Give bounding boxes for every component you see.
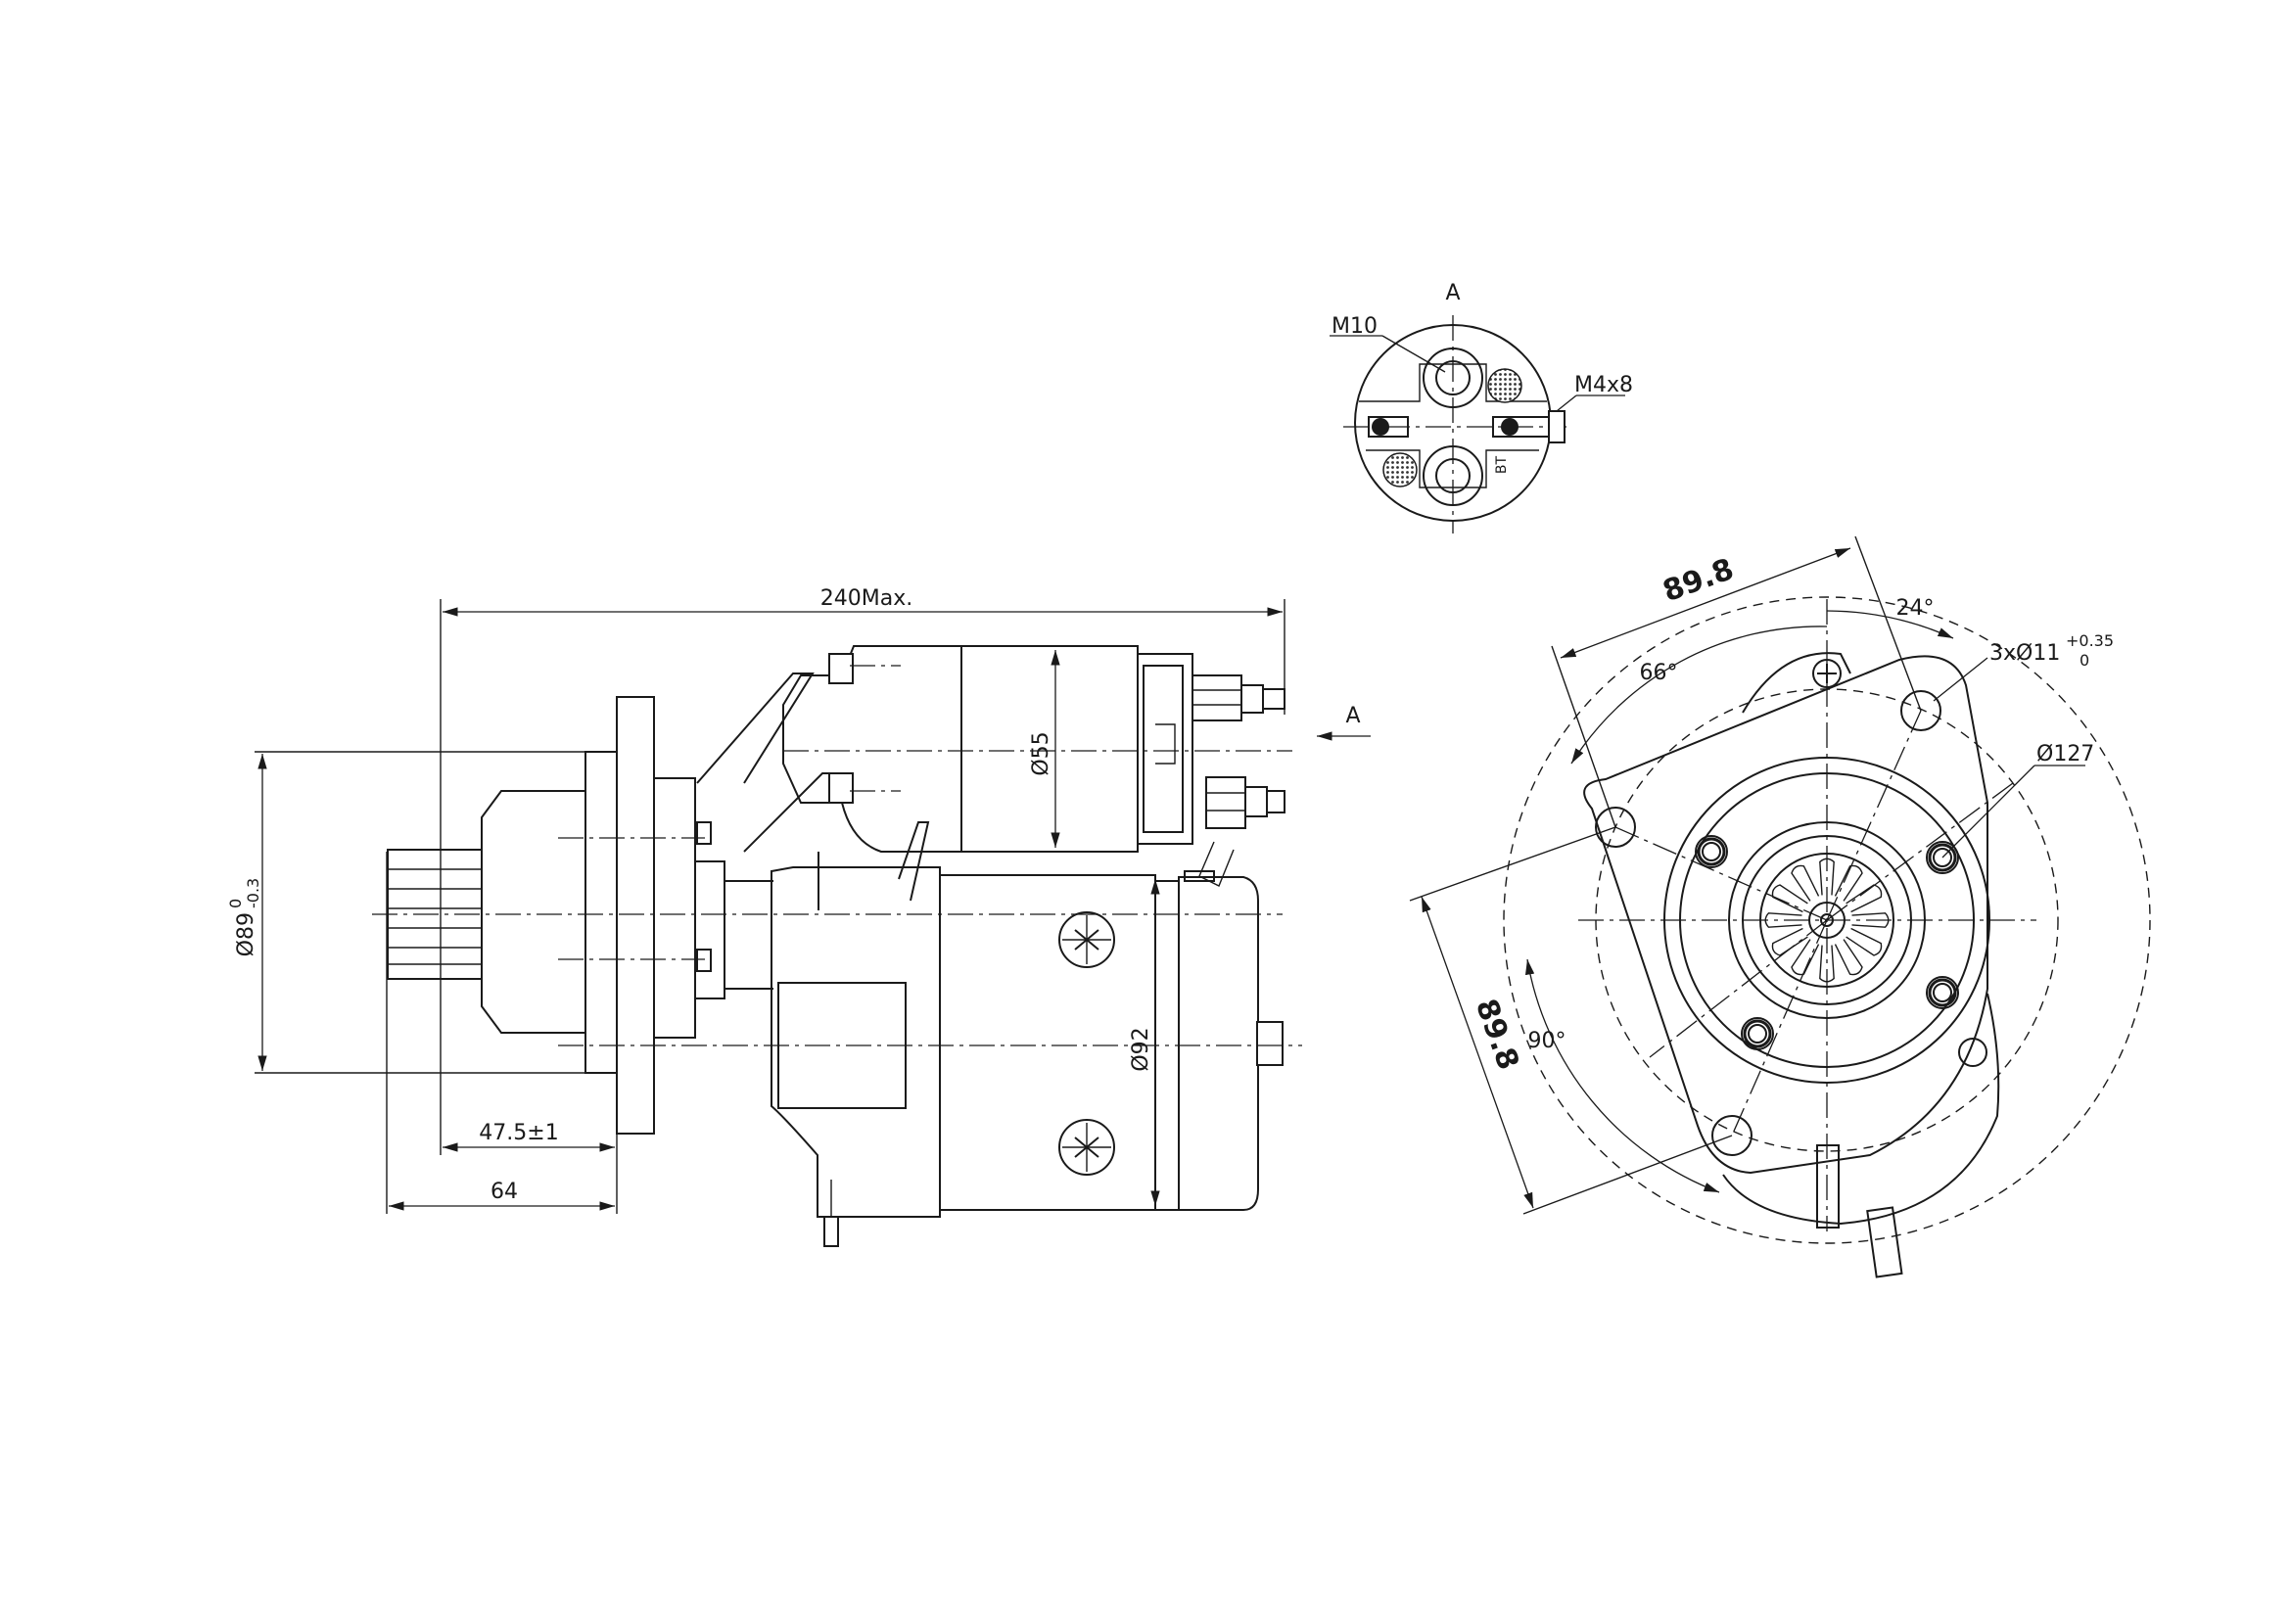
housing-screw-1 <box>1695 835 1728 868</box>
pinion-tooth <box>1834 939 1863 976</box>
solenoid-cap <box>782 645 962 853</box>
end-cap <box>1178 876 1259 1211</box>
dim-mount-span-top: 89.8 <box>1659 552 1739 609</box>
wire <box>1198 841 1235 887</box>
label-m10: M10 <box>1332 314 1378 339</box>
dim-flange-diameter: Ø89 0 -0.3 <box>226 878 262 957</box>
svg-text:-0.3: -0.3 <box>244 878 262 908</box>
pinion-tooth <box>1791 864 1820 902</box>
mount-flange <box>616 696 655 1135</box>
dim-solenoid-diameter: Ø55 <box>1029 731 1053 775</box>
mount-hole-left <box>1595 807 1636 848</box>
label-pitch-circle: Ø127 <box>2036 742 2094 766</box>
drive-housing <box>771 866 941 1218</box>
front-view: 89.8 89.8 24° 66° 90° 3xØ11 +0.35 0 Ø127 <box>1409 535 2151 1278</box>
mount-hole-top <box>1900 690 1941 731</box>
pinion-tooth <box>1791 939 1820 976</box>
view-a-label: A <box>1445 281 1460 305</box>
stamp: BT <box>1494 455 1510 474</box>
screw-lower <box>1058 1119 1115 1176</box>
svg-text:3xØ11: 3xØ11 <box>1989 641 2060 666</box>
dim-motor-diameter: Ø92 <box>1129 1027 1153 1071</box>
pinion-tooth <box>1846 927 1883 956</box>
side-view: 240Max. <box>226 586 1371 1247</box>
terminal-rear <box>1256 1021 1284 1066</box>
label-m4x8: M4x8 <box>1574 373 1633 397</box>
dim-pinion-offset: 47.5±1 <box>479 1121 558 1145</box>
screw-upper <box>1058 911 1115 968</box>
angle-24: 24° <box>1896 596 1935 621</box>
motor-yoke <box>939 874 1156 1211</box>
pinion-tooth <box>1771 927 1808 956</box>
nose-housing <box>481 790 586 1034</box>
terminal-upper <box>1192 674 1242 721</box>
dim-flange-offset: 64 <box>491 1180 518 1204</box>
svg-text:0: 0 <box>226 899 245 908</box>
svg-text:Ø89: Ø89 <box>234 912 258 956</box>
label-holes: 3xØ11 +0.35 0 <box>1989 631 2114 670</box>
screw-m4x8 <box>1548 410 1566 443</box>
angle-90: 90° <box>1528 1029 1566 1053</box>
terminal-lower <box>1205 776 1246 829</box>
dim-overall-length: 240Max. <box>820 586 912 611</box>
housing-screw-2 <box>1926 841 1959 874</box>
terminal-m10-bottom <box>1423 445 1483 506</box>
pinion-tooth <box>1834 864 1863 902</box>
view-a: A BT M10 M4x8 <box>1330 281 1633 534</box>
svg-text:0: 0 <box>2080 651 2089 670</box>
angle-66: 66° <box>1640 661 1678 685</box>
dim-mount-span-side: 89.8 <box>1469 995 1525 1075</box>
triangular-flange <box>1583 655 1988 1175</box>
svg-text:+0.35: +0.35 <box>2066 631 2114 650</box>
housing-screw-4 <box>1741 1017 1774 1050</box>
terminal-m10-top <box>1423 348 1483 408</box>
arrow-a-label: A <box>1345 704 1360 728</box>
solenoid-end <box>1137 653 1193 845</box>
mount-flange-back <box>584 751 618 1074</box>
housing-screw-3 <box>1926 976 1959 1009</box>
